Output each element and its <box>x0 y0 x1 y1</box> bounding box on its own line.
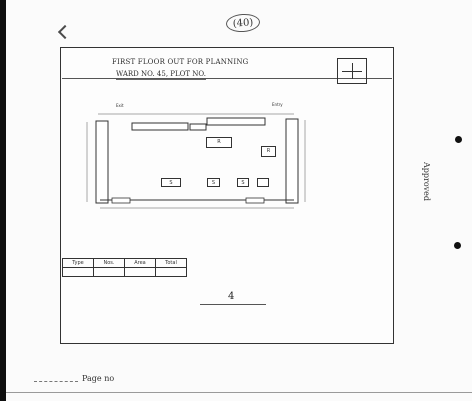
title-line-2: WARD NO. 45, PLOT NO. <box>116 70 206 80</box>
schedule-header-cell: Nos. <box>93 258 125 268</box>
sheet-number: (40) <box>225 12 261 34</box>
schedule-data-row <box>62 267 187 277</box>
binding-edge <box>0 0 6 401</box>
room-box-c: S <box>161 178 181 187</box>
schedule-cell <box>93 267 125 277</box>
schedule-header-cell: Type <box>62 258 94 268</box>
punch-hole-upper <box>455 136 462 143</box>
title-line-1: FIRST FLOOR OUT FOR PLANNING <box>112 58 249 66</box>
room-box-b: R <box>261 146 276 157</box>
corner-tick-mark <box>57 24 73 40</box>
drawing-frame <box>60 47 394 344</box>
footer-dash-line <box>34 381 78 382</box>
punch-hole-lower <box>454 242 461 249</box>
room-box-a: R <box>206 137 232 148</box>
plan-label-exit: Exit <box>116 103 124 108</box>
title-block-rule <box>62 78 392 79</box>
footer-page-note: Page no <box>82 374 115 383</box>
scale-label: 4 <box>228 291 235 302</box>
north-arrow-box <box>337 58 367 84</box>
margin-stamp-text: Approved <box>422 162 431 202</box>
room-box-e: S <box>237 178 249 187</box>
schedule-cell <box>155 267 187 277</box>
room-box-d: S <box>207 178 220 187</box>
schedule-cell <box>124 267 156 277</box>
schedule-header-cell: Area <box>124 258 156 268</box>
bottom-edge-rule <box>6 392 472 393</box>
scale-bar <box>200 304 266 305</box>
plan-label-entry: Entry <box>272 102 283 107</box>
schedule-header-row: Type Nos. Area Total <box>62 258 187 268</box>
schedule-header-cell: Total <box>155 258 187 268</box>
area-schedule-table: Type Nos. Area Total <box>62 258 187 277</box>
compass-vertical-line <box>352 63 353 79</box>
schedule-cell <box>62 267 94 277</box>
room-box-f <box>257 178 269 187</box>
